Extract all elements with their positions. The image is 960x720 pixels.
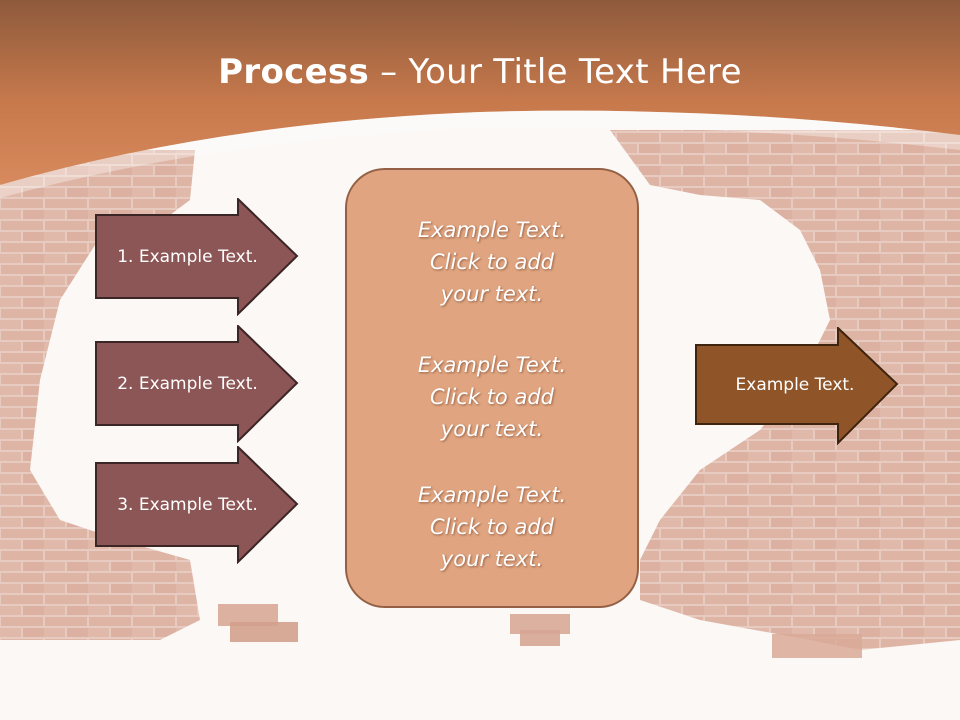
- step-arrow-label: 3. Example Text.: [117, 494, 258, 515]
- center-paragraph-2[interactable]: Example Text. Click to add your text.: [417, 353, 567, 441]
- center-paragraph-1[interactable]: Example Text. Click to add your text.: [417, 218, 567, 306]
- slide-title: Process – Your Title Text Here: [0, 52, 960, 92]
- step-arrow-label: 1. Example Text.: [117, 246, 258, 267]
- step-arrow-3[interactable]: 3. Example Text.: [95, 446, 300, 564]
- title-bold: Process: [218, 52, 370, 92]
- title-rest: – Your Title Text Here: [369, 52, 742, 92]
- header-band: [0, 0, 960, 198]
- step-arrow-label: 2. Example Text.: [117, 373, 258, 394]
- center-paragraph-3[interactable]: Example Text. Click to add your text.: [417, 483, 567, 571]
- arrow-shape: [95, 325, 299, 443]
- arrow-shape: [95, 198, 299, 316]
- step-arrow-1[interactable]: 1. Example Text.: [95, 198, 300, 316]
- center-text-box[interactable]: Example Text. Click to add your text. Ex…: [345, 168, 639, 608]
- result-arrow-label: Example Text.: [735, 374, 855, 395]
- result-arrow[interactable]: Example Text.: [695, 327, 900, 445]
- arrow-shape: [95, 446, 299, 564]
- step-arrow-2[interactable]: 2. Example Text.: [95, 325, 300, 443]
- arrow-shape: [695, 327, 899, 445]
